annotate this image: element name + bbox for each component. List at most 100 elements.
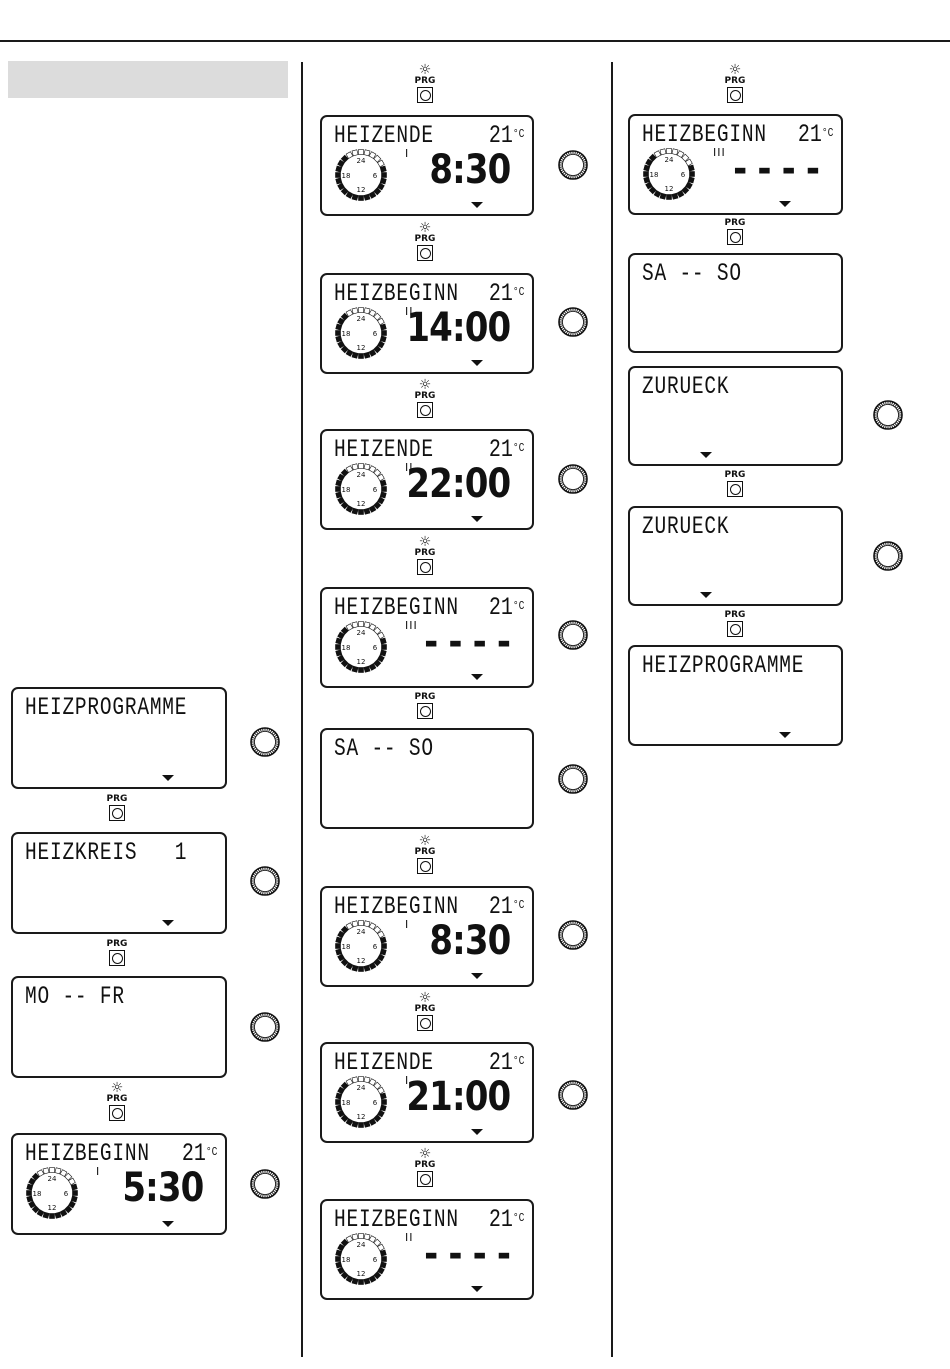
rotary-knob-icon[interactable] <box>248 725 282 759</box>
screen-title: HEIZKREIS 1 <box>25 838 188 867</box>
prg-label: PRG <box>414 847 436 857</box>
prg-button-flashing[interactable]: ☼ PRG <box>414 535 436 575</box>
prg-label: PRG <box>106 939 128 949</box>
clock-hour-label: 12 <box>357 1270 366 1278</box>
down-arrow-icon <box>779 201 791 207</box>
temperature-value: 21 <box>488 892 513 921</box>
down-arrow-icon <box>471 360 483 366</box>
clock-hour-label: 24 <box>357 1084 366 1092</box>
prg-button-icon <box>727 87 743 103</box>
period-indicator: II <box>405 305 414 318</box>
clock-hour-label: 6 <box>373 486 378 494</box>
temperature-unit: °C <box>512 1054 524 1068</box>
period-indicator: II <box>405 1231 414 1244</box>
time-value: - - - - <box>732 146 820 192</box>
clock-hour-label: 12 <box>357 957 366 965</box>
rotary-knob-icon[interactable] <box>248 864 282 898</box>
period-indicator: III <box>713 146 726 159</box>
time-value: 22:00 <box>406 461 511 507</box>
down-arrow-icon <box>162 1221 174 1227</box>
prg-button-flashing[interactable]: ☼ PRG <box>414 221 436 261</box>
prg-button-flashing[interactable]: ☼ PRG <box>724 63 746 103</box>
rotary-knob-icon[interactable] <box>248 1010 282 1044</box>
temperature-value: 21 <box>488 1205 513 1234</box>
prg-label: PRG <box>724 470 746 480</box>
period-indicator: I <box>405 147 410 160</box>
rotary-knob-icon[interactable] <box>556 618 590 652</box>
period-indicator: I <box>405 1074 410 1087</box>
flashing-sun-icon: ☼ <box>728 62 742 78</box>
time-value: - - - - <box>423 1231 511 1277</box>
prg-button[interactable]: PRG <box>724 611 746 637</box>
section-header-bar <box>8 61 288 98</box>
prg-button-icon <box>417 559 433 575</box>
down-arrow-icon <box>471 973 483 979</box>
screen-title: MO -- FR <box>25 982 125 1011</box>
column-divider-1 <box>301 62 303 1357</box>
prg-button-flashing[interactable]: ☼ PRG <box>414 378 436 418</box>
period-indicator: I <box>96 1165 101 1178</box>
prg-button-icon <box>417 703 433 719</box>
time-value: - - - - <box>423 619 511 665</box>
screen-title: HEIZBEGINN <box>25 1139 150 1168</box>
screen-title: SA -- SO <box>334 734 434 763</box>
prg-button-icon <box>727 229 743 245</box>
lcd-screen: HEIZPROGRAMME <box>628 645 843 746</box>
temperature-readout: 21°C <box>488 1205 524 1235</box>
clock-hour-label: 6 <box>373 644 378 652</box>
prg-button-flashing[interactable]: ☼ PRG <box>414 991 436 1031</box>
prg-button-flashing[interactable]: ☼ PRG <box>414 1147 436 1187</box>
prg-button[interactable]: PRG <box>106 795 128 821</box>
prg-label: PRG <box>414 1004 436 1014</box>
prg-button[interactable]: PRG <box>414 693 436 719</box>
temperature-readout: 21°C <box>488 435 524 465</box>
rotary-knob-icon[interactable] <box>871 398 905 432</box>
rotary-knob-icon[interactable] <box>871 539 905 573</box>
flashing-sun-icon: ☼ <box>418 833 432 849</box>
prg-label: PRG <box>414 76 436 86</box>
temperature-readout: 21°C <box>488 892 524 922</box>
flashing-sun-icon: ☼ <box>418 1146 432 1162</box>
screen-title: ZURUECK <box>642 512 730 541</box>
temperature-value: 21 <box>797 120 822 149</box>
rotary-knob-icon[interactable] <box>556 1078 590 1112</box>
rotary-knob-icon[interactable] <box>556 462 590 496</box>
prg-button-flashing[interactable]: ☼ PRG <box>414 834 436 874</box>
clock-hour-label: 6 <box>681 171 686 179</box>
time-value: 5:30 <box>121 1165 204 1211</box>
clock-hour-label: 12 <box>357 500 366 508</box>
clock-hour-label: 18 <box>33 1190 42 1198</box>
flashing-sun-icon: ☼ <box>418 990 432 1006</box>
rotary-knob-icon[interactable] <box>556 148 590 182</box>
temperature-value: 21 <box>488 1048 513 1077</box>
prg-button[interactable]: PRG <box>724 219 746 245</box>
rotary-knob-icon[interactable] <box>556 918 590 952</box>
down-arrow-icon <box>471 516 483 522</box>
prg-button-flashing[interactable]: ☼ PRG <box>106 1081 128 1121</box>
prg-button[interactable]: PRG <box>724 471 746 497</box>
clock-hour-label: 12 <box>357 1113 366 1121</box>
rotary-knob-icon[interactable] <box>556 305 590 339</box>
prg-button-icon <box>417 245 433 261</box>
temperature-unit: °C <box>512 599 524 613</box>
temperature-readout: 21°C <box>488 279 524 309</box>
prg-button-icon <box>417 1015 433 1031</box>
prg-button-flashing[interactable]: ☼ PRG <box>414 63 436 103</box>
prg-button[interactable]: PRG <box>106 940 128 966</box>
clock-hour-label: 18 <box>342 1099 351 1107</box>
rotary-knob-icon[interactable] <box>248 1167 282 1201</box>
rotary-knob-icon[interactable] <box>556 762 590 796</box>
top-rule <box>0 40 950 42</box>
temperature-readout: 21°C <box>488 1048 524 1078</box>
temperature-value: 21 <box>488 121 513 150</box>
prg-button-icon <box>109 950 125 966</box>
prg-button-icon <box>417 1171 433 1187</box>
prg-label: PRG <box>106 794 128 804</box>
prg-button-icon <box>727 621 743 637</box>
